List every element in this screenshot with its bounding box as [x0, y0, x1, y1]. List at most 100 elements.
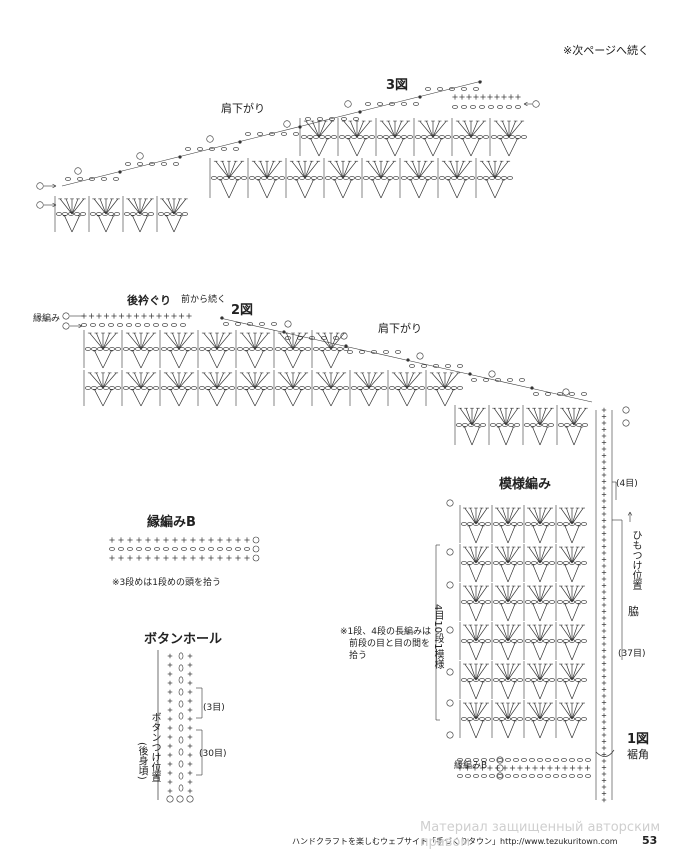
chain-stitch — [197, 147, 203, 151]
row-number-marker — [562, 388, 570, 396]
shell-stitch — [368, 372, 383, 389]
chain-stitch — [305, 117, 311, 121]
chain-stitch — [178, 760, 184, 768]
shell-stitch — [494, 160, 509, 179]
v-stitch — [71, 215, 80, 233]
chain-stitch — [205, 347, 211, 351]
row-number-marker — [252, 554, 260, 562]
shell-stitch — [566, 507, 573, 525]
v-stitch — [539, 525, 548, 544]
shell-stitch — [560, 546, 573, 564]
row-number-marker — [36, 201, 44, 209]
chain-stitch — [113, 177, 119, 181]
chain-stitch — [577, 774, 583, 778]
chain-stitch — [257, 132, 263, 136]
shell-stitch — [228, 160, 243, 179]
chain-stitch — [142, 212, 148, 216]
chain-stitch — [557, 717, 563, 721]
chain-stitch — [217, 547, 223, 551]
chain-stitch — [307, 135, 313, 139]
shell-stitch — [508, 120, 516, 138]
chain-stitch — [485, 717, 491, 721]
v-stitch — [94, 389, 104, 407]
v-stitch — [500, 681, 509, 700]
shell-stitch — [475, 546, 488, 564]
shell-stitch — [507, 507, 520, 525]
shell-stitch — [203, 372, 218, 389]
chain-stitch — [281, 132, 287, 136]
fig1-tie-position: ひもつけ位置 — [630, 530, 641, 590]
shoulder-slope — [181, 140, 243, 157]
shell-stitch — [216, 332, 224, 350]
v-stitch — [532, 681, 541, 700]
v-stitch — [564, 720, 573, 739]
chain-stitch — [537, 758, 543, 762]
shell-stitch — [475, 585, 482, 603]
chain-stitch — [381, 386, 387, 390]
v-stitch — [500, 564, 509, 583]
shell-stitch — [499, 408, 507, 426]
chain-stitch — [109, 347, 115, 351]
v-stitch — [266, 179, 276, 199]
chain-stitch — [549, 600, 555, 604]
chain-stitch — [467, 717, 473, 721]
continue-note: ※次ページへ続く — [563, 44, 649, 57]
chain-stitch — [445, 135, 451, 139]
chain-stitch — [521, 135, 527, 139]
v-stitch — [468, 642, 477, 661]
shell-stitch — [133, 198, 141, 215]
chain-stitch — [479, 561, 485, 565]
chain-stitch — [162, 323, 168, 327]
v-stitch — [94, 350, 104, 369]
chain-stitch — [549, 522, 555, 526]
shell-stitch — [178, 372, 186, 389]
shoulder-slope — [405, 359, 469, 375]
v-stitch — [571, 720, 580, 739]
v-stitch — [571, 525, 580, 544]
chain-stitch — [543, 678, 549, 682]
chain-stitch — [563, 678, 569, 682]
chain-stitch — [419, 386, 425, 390]
v-stitch — [318, 138, 328, 157]
shell-stitch — [470, 120, 485, 138]
chain-stitch — [301, 135, 307, 139]
buttonhole-position-note: ボタンつけ位置 — [149, 712, 160, 782]
shell-stitch — [475, 624, 482, 642]
v-stitch — [360, 389, 370, 407]
chain-stitch — [543, 717, 549, 721]
shell-stitch — [266, 160, 281, 179]
chain-stitch — [425, 87, 431, 91]
chain-stitch — [481, 774, 487, 778]
chain-stitch — [569, 392, 575, 396]
direction-arrow — [52, 202, 57, 206]
shell-stitch — [253, 160, 268, 179]
shell-stitch — [505, 407, 519, 426]
shell-stitch — [305, 120, 320, 138]
chain-stitch — [339, 135, 345, 139]
direction-arrow — [523, 101, 528, 105]
chain-stitch — [108, 212, 114, 216]
chain-stitch — [530, 423, 536, 427]
shell-stitch — [374, 161, 382, 179]
chain-stitch — [511, 522, 517, 526]
chain-stitch — [463, 176, 469, 180]
shell-stitch — [571, 585, 578, 603]
chain-stitch — [349, 176, 355, 180]
chain-stitch — [383, 135, 389, 139]
chain-stitch — [439, 176, 445, 180]
shell-stitch — [127, 372, 142, 389]
v-stitch — [292, 350, 302, 369]
chain-stitch — [506, 105, 512, 109]
shell-stitch — [140, 332, 155, 350]
chain-stitch — [235, 322, 241, 326]
shell-stitch — [241, 372, 256, 389]
chain-stitch — [115, 347, 121, 351]
chain-stitch — [123, 347, 129, 351]
chain-stitch — [185, 386, 191, 390]
row-number-marker — [344, 100, 352, 108]
v-stitch — [470, 138, 480, 157]
chain-stitch — [467, 678, 473, 682]
chain-stitch — [545, 758, 551, 762]
chain-stitch — [153, 347, 159, 351]
chain-stitch — [483, 176, 489, 180]
